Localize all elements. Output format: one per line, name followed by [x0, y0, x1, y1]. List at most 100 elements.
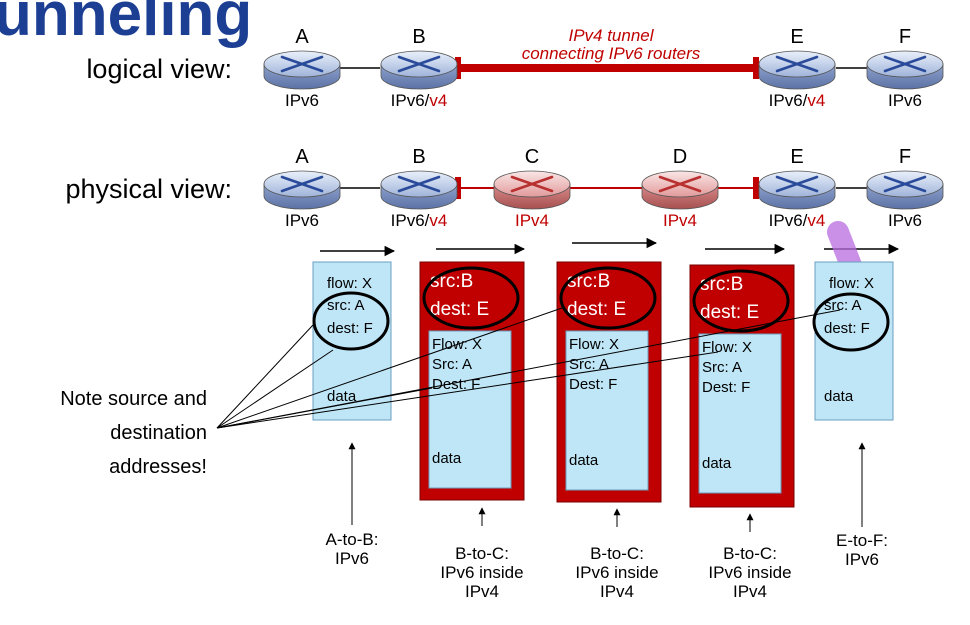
- tunnel-label-line1: IPv4 tunnel: [568, 26, 654, 45]
- router-arrows-icon: [775, 175, 819, 193]
- outer-dest-label: dest: E: [700, 302, 759, 323]
- highlight-ellipse: [559, 266, 657, 330]
- router-arrows-icon: [658, 175, 702, 193]
- logical-view-routers: A IPv6 B IPv6/v4 E IPv6/v4 F IPv6: [263, 26, 944, 110]
- router-proto-label: IPv4: [515, 211, 549, 230]
- router-arrows-icon: [510, 175, 554, 193]
- highlight-ellipse: [422, 266, 520, 330]
- router-arrows-icon: [397, 175, 441, 193]
- packets: flow: X src: A dest: F data flow: X src: A des…: [312, 261, 894, 508]
- caption-line2: IPv6 inside: [440, 563, 523, 582]
- physical-view-label: physical view:: [65, 174, 232, 204]
- note-line2: destination: [110, 422, 207, 444]
- router-proto-label: IPv6/v4: [391, 91, 448, 110]
- router-proto-label: IPv6/v4: [391, 211, 448, 230]
- packet-dest-label: dest: F: [327, 320, 373, 337]
- router-name-label: E: [790, 146, 803, 168]
- note-line3: addresses!: [109, 456, 207, 478]
- tunneled-packet: src:B dest: E Flow: X Src: A Dest: F data: [689, 264, 795, 508]
- router-e: [758, 50, 836, 90]
- caption-line1: A-to-B:: [326, 530, 379, 549]
- caption-line1: E-to-F:: [836, 531, 888, 550]
- router-name-label: F: [899, 26, 911, 48]
- packet-flow-label: Flow: X: [569, 336, 619, 353]
- packet-src-label: Src: A: [432, 356, 472, 373]
- slide-title: unneling: [0, 0, 252, 49]
- router-b: [380, 170, 458, 210]
- router-name-label: A: [295, 26, 309, 48]
- router-proto-label: IPv6: [888, 91, 922, 110]
- router-arrows-icon: [775, 55, 819, 73]
- router-name-label: B: [412, 146, 425, 168]
- caption-line2: IPv6: [845, 550, 879, 569]
- packet-dest-label: Dest: F: [432, 376, 480, 393]
- packet-data-label: data: [327, 388, 357, 405]
- router-proto-label: IPv6: [888, 211, 922, 230]
- direction-arrows: [320, 237, 900, 257]
- router-proto-label: IPv6: [285, 91, 319, 110]
- router-f: [866, 170, 944, 210]
- tunnel-label-line2: connecting IPv6 routers: [522, 44, 701, 63]
- packet-src-label: Src: A: [569, 356, 609, 373]
- packet-flow-label: Flow: X: [702, 339, 752, 356]
- packet-data-label: data: [432, 450, 462, 467]
- router-proto-label: IPv6/v4: [769, 91, 826, 110]
- router-name-label: C: [525, 146, 539, 168]
- router-name-label: D: [673, 146, 687, 168]
- caption-line3: IPv4: [465, 582, 499, 601]
- router-proto-label: IPv6: [285, 211, 319, 230]
- packet-dest-label: Dest: F: [569, 376, 617, 393]
- caption-line2: IPv6 inside: [708, 563, 791, 582]
- tunneled-packet: src:B dest: E Flow: X Src: A Dest: F data: [556, 261, 662, 503]
- packet-dest-label: dest: F: [824, 320, 870, 337]
- packet-data-label: data: [569, 452, 599, 469]
- highlight-ellipse: [312, 291, 390, 351]
- logical-links: [340, 57, 868, 79]
- highlight-ellipse: [692, 269, 790, 333]
- router-proto-label: IPv6/v4: [769, 211, 826, 230]
- router-c: [493, 170, 571, 210]
- physical-view-routers: A IPv6 B IPv6/v4 C IPv4 D IPv4 E IPv6/v4 F IPv6: [263, 146, 944, 230]
- router-name-label: F: [899, 146, 911, 168]
- router-d: [641, 170, 719, 210]
- caption-arrows: [348, 442, 866, 532]
- hop-caption: A-to-B:IPv6: [326, 530, 379, 568]
- router-arrows-icon: [883, 175, 927, 193]
- caption-line1: B-to-C:: [723, 544, 777, 563]
- router-name-label: B: [412, 26, 425, 48]
- packet-data-label: data: [702, 455, 732, 472]
- router-name-label: A: [295, 146, 309, 168]
- router-f: [866, 50, 944, 90]
- packet-flow-label: flow: X: [829, 275, 874, 292]
- caption-line2: IPv6: [335, 549, 369, 568]
- packet-data-label: data: [824, 388, 854, 405]
- outer-dest-label: dest: E: [430, 299, 489, 320]
- router-b: [380, 50, 458, 90]
- router-arrows-icon: [280, 175, 324, 193]
- router-arrows-icon: [280, 55, 324, 73]
- note-line1: Note source and: [60, 388, 207, 410]
- logical-view-label: logical view:: [86, 54, 232, 84]
- hop-caption: E-to-F:IPv6: [836, 531, 888, 569]
- router-e: [758, 170, 836, 210]
- router-name-label: E: [790, 26, 803, 48]
- packet-dest-label: Dest: F: [702, 379, 750, 396]
- outer-dest-label: dest: E: [567, 299, 626, 320]
- packet-flow-label: flow: X: [327, 275, 372, 292]
- packet-src-label: src: A: [327, 297, 365, 314]
- outer-src-label: src:B: [700, 274, 743, 295]
- caption-line3: IPv4: [733, 582, 767, 601]
- router-a: [263, 170, 341, 210]
- router-proto-label: IPv4: [663, 211, 697, 230]
- packet-src-label: src: A: [824, 297, 862, 314]
- packet-src-label: Src: A: [702, 359, 742, 376]
- outer-src-label: src:B: [430, 271, 473, 292]
- router-arrows-icon: [397, 55, 441, 73]
- highlight-ellipse: [812, 292, 890, 352]
- outer-src-label: src:B: [567, 271, 610, 292]
